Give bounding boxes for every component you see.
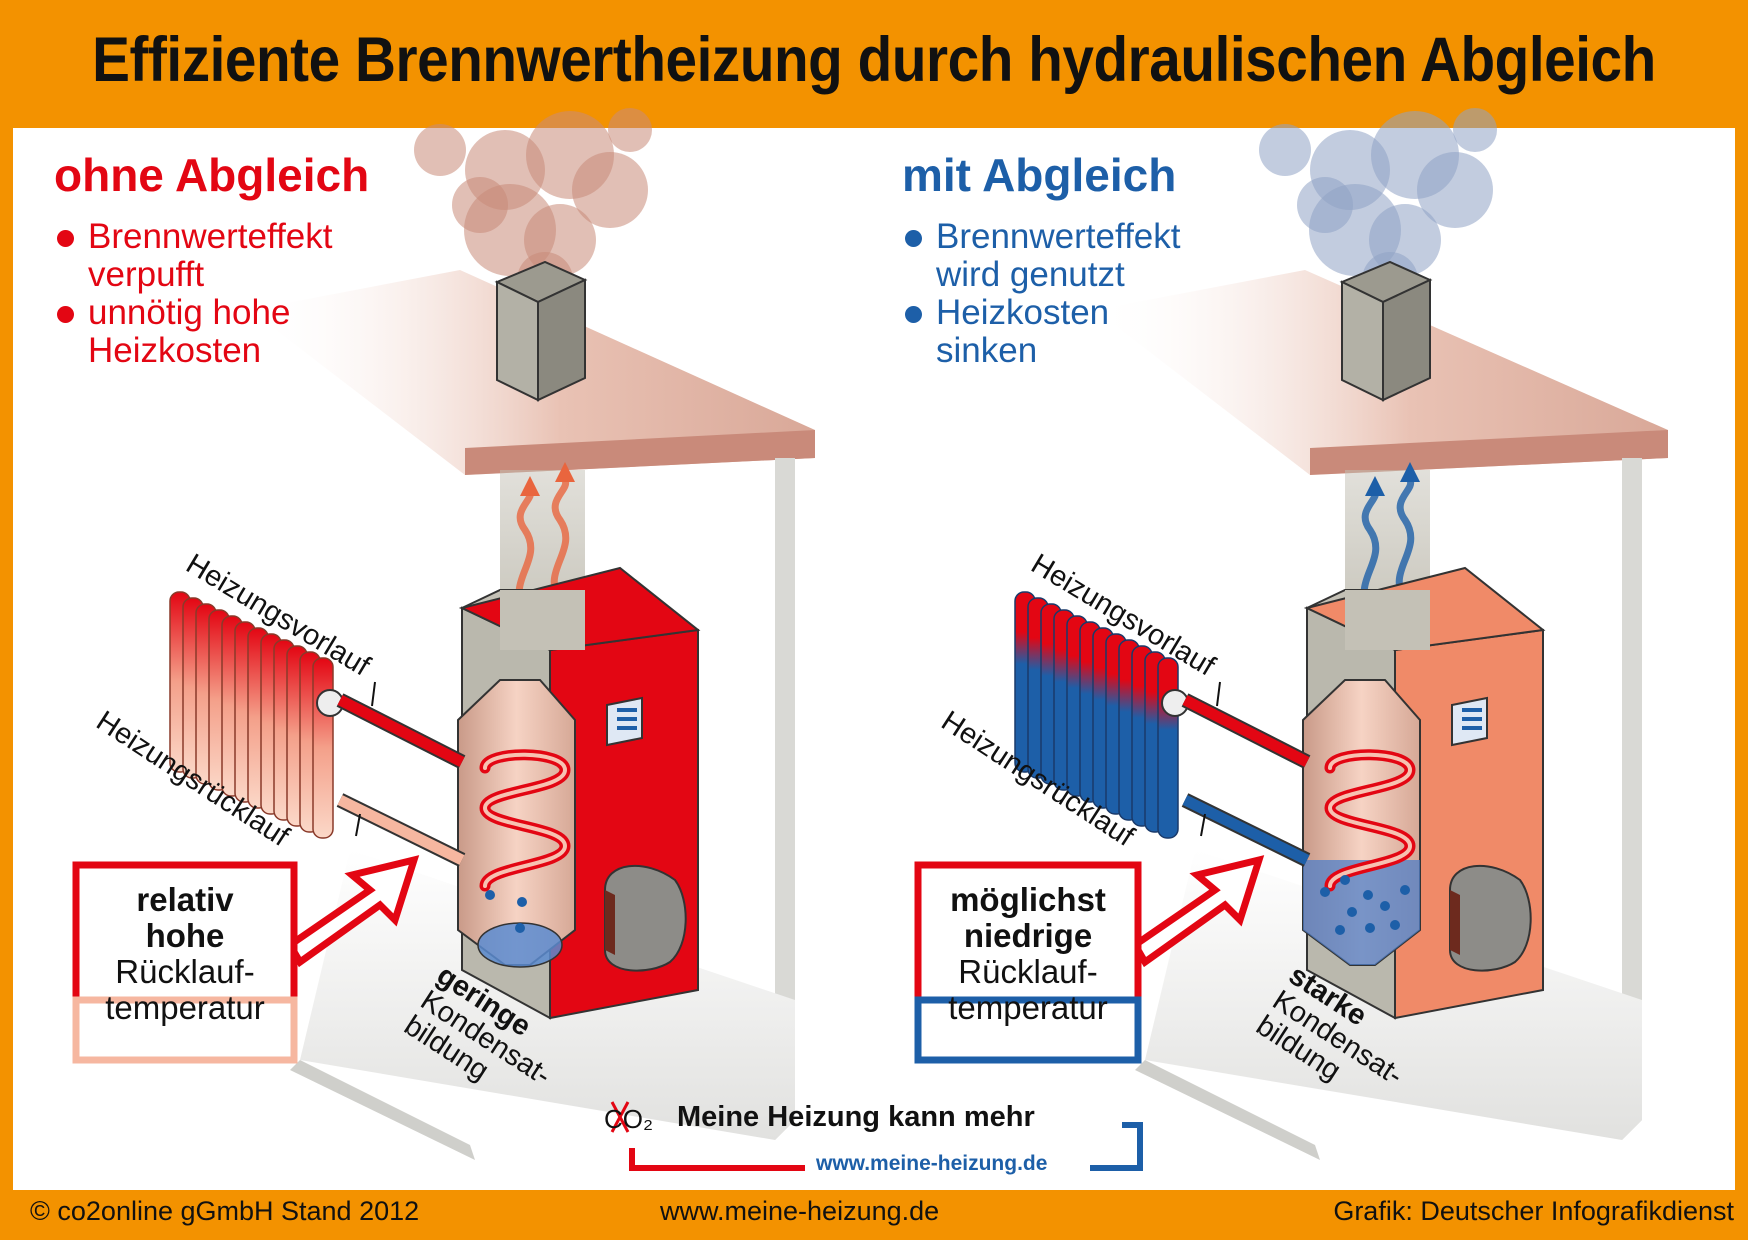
callout-left-line3: Rücklauf- bbox=[115, 953, 255, 990]
heading-left: ohne Abgleich bbox=[54, 149, 370, 201]
callout-arrow-right bbox=[1130, 855, 1265, 968]
logo-bracket bbox=[610, 1101, 1143, 1171]
right-scene bbox=[914, 108, 1668, 1160]
bullet-list-right: Brennwerteffekt wird genutzt Heizkosten … bbox=[902, 218, 1181, 370]
bullet-left-2-line1: unnötig hohe bbox=[88, 293, 291, 332]
callout-left-bold2: hohe bbox=[145, 917, 225, 954]
callout-right-bold1: möglichst bbox=[950, 881, 1106, 918]
callout-text-left: relativ hohe Rücklauf- temperatur bbox=[82, 882, 288, 1026]
left-scene bbox=[72, 108, 815, 1160]
callout-right-line4: temperatur bbox=[948, 989, 1108, 1026]
callout-left-line4: temperatur bbox=[105, 989, 265, 1026]
bullet-right-2: Heizkosten sinken bbox=[902, 294, 1181, 370]
callout-right-bold2: niedrige bbox=[963, 917, 1093, 954]
footer-copyright: © co2online gGmbH Stand 2012 bbox=[30, 1196, 420, 1226]
bullet-right-1-line1: Brennwerteffekt bbox=[936, 217, 1181, 256]
bullet-left-1: Brennwerteffekt verpufft bbox=[54, 218, 333, 294]
callout-right-line3: Rücklauf- bbox=[958, 953, 1098, 990]
logo-text: Meine Heizung kann mehr bbox=[677, 1101, 1035, 1133]
bullet-left-2: unnötig hohe Heizkosten bbox=[54, 294, 333, 370]
footer-url-link[interactable]: www.meine-heizung.de bbox=[660, 1196, 940, 1226]
smoke-red bbox=[414, 108, 652, 308]
bullet-left-1-line2: verpufft bbox=[88, 255, 205, 294]
page-title: Effiziente Brennwertheizung durch hydrau… bbox=[92, 25, 1656, 95]
footer-credit: Grafik: Deutscher Infografikdienst bbox=[1333, 1196, 1734, 1226]
callout-text-right: möglichst niedrige Rücklauf- temperatur bbox=[924, 882, 1132, 1026]
heading-right: mit Abgleich bbox=[902, 149, 1177, 201]
bullet-left-1-line1: Brennwerteffekt bbox=[88, 217, 333, 256]
bullet-right-1: Brennwerteffekt wird genutzt bbox=[902, 218, 1181, 294]
radiator-right bbox=[1014, 591, 1189, 839]
callout-arrow-left bbox=[285, 855, 420, 968]
bullet-right-1-line2: wird genutzt bbox=[936, 255, 1125, 294]
radiator-left bbox=[169, 591, 344, 839]
logo-co2-mark: CO₂ bbox=[604, 1104, 654, 1134]
bullet-right-2-line1: Heizkosten bbox=[936, 293, 1110, 332]
logo-url-link[interactable]: www.meine-heizung.de bbox=[816, 1152, 1048, 1175]
bullet-left-2-line2: Heizkosten bbox=[88, 331, 262, 370]
bullet-list-left: Brennwerteffekt verpufft unnötig hohe He… bbox=[54, 218, 333, 370]
bullet-right-2-line2: sinken bbox=[936, 331, 1038, 370]
callout-left-bold1: relativ bbox=[136, 881, 234, 918]
